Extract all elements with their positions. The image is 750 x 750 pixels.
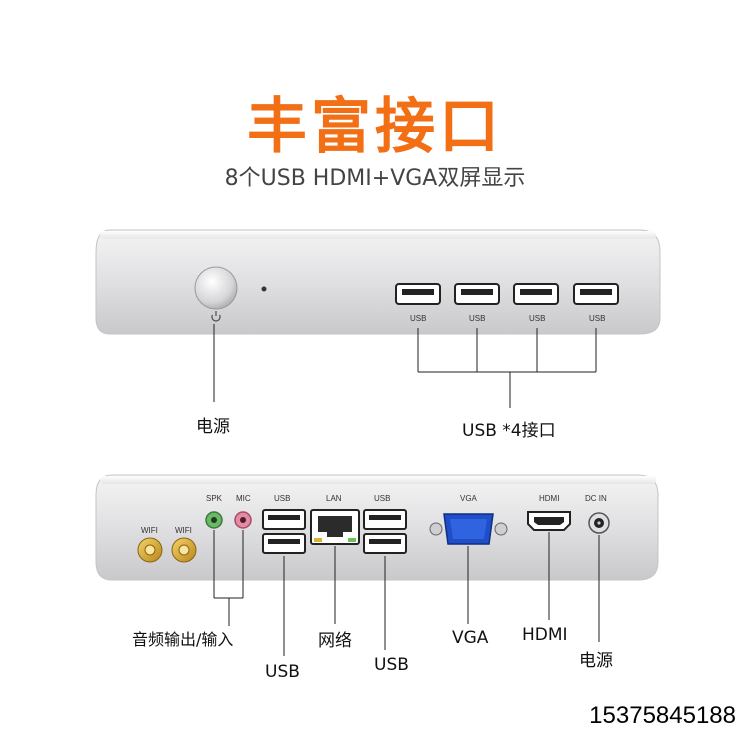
rear-usb-stack-2: [363, 509, 407, 554]
lan-port: [310, 509, 360, 545]
rear-usb-label-2: USB: [374, 494, 391, 503]
rear-power-callout: 电源: [579, 651, 613, 671]
front-usb-port-1: [395, 283, 441, 305]
rear-lan-label: LAN: [326, 494, 342, 503]
rear-callout-lines: [213, 530, 600, 656]
rear-dcin-label: DC IN: [585, 494, 607, 503]
rear-vga-label: VGA: [460, 494, 477, 503]
usb-left-callout: USB: [265, 662, 300, 682]
vga-callout: VGA: [452, 628, 489, 648]
rear-wifi-label-1: WIFI: [141, 526, 158, 535]
dc-in-port: [588, 512, 610, 534]
contact-phone: 15375845188: [589, 702, 736, 729]
rear-spk-label: SPK: [206, 494, 223, 503]
vga-port: [429, 513, 508, 545]
rear-panel: [95, 474, 659, 581]
hdmi-port: [527, 511, 571, 531]
rear-usb-stack-1: [262, 509, 306, 554]
rear-mic-label: MIC: [236, 494, 251, 503]
front-power-callout: 电源: [196, 417, 230, 437]
front-usb-label-2: USB: [469, 314, 486, 323]
hdmi-callout: HDMI: [522, 625, 568, 645]
front-usb-port-4: [573, 283, 619, 305]
front-callout-lines: [213, 324, 597, 408]
speaker-jack: [205, 511, 223, 529]
front-panel: [95, 229, 661, 335]
page-title: 丰富接口: [247, 92, 503, 162]
rear-wifi-label-2: WIFI: [175, 526, 192, 535]
front-usb-port-2: [454, 283, 500, 305]
front-usb-label-1: USB: [410, 314, 427, 323]
front-usb-label-3: USB: [529, 314, 546, 323]
page-subtitle: 8个USB HDMI+VGA双屏显示: [224, 166, 526, 191]
mic-jack: [234, 511, 252, 529]
rear-hdmi-label: HDMI: [539, 494, 560, 503]
led-indicator: [261, 286, 267, 292]
network-callout: 网络: [318, 631, 352, 651]
usb-right-callout: USB: [374, 655, 409, 675]
audio-callout: 音频输出/输入: [132, 630, 234, 649]
front-usb-label-4: USB: [589, 314, 606, 323]
rear-usb-label-1: USB: [274, 494, 291, 503]
front-usb-port-3: [513, 283, 559, 305]
power-icon: [211, 311, 221, 322]
wifi-antenna-1: [137, 537, 163, 563]
wifi-antenna-2: [171, 537, 197, 563]
front-usb-callout: USB *4接口: [462, 421, 556, 441]
power-button: [194, 266, 238, 310]
